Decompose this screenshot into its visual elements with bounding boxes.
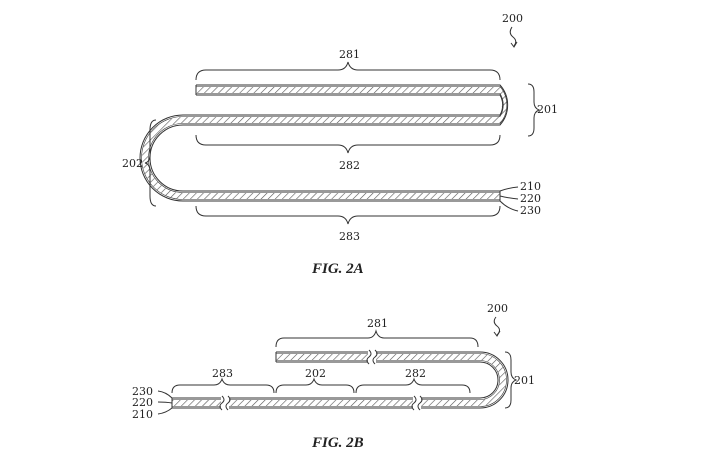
figure-2a: 200 281 282 283 201 202 210 220 230 FIG.… (122, 12, 558, 277)
layer-divider-a-2a (148, 86, 508, 193)
leader-220-2a (499, 195, 519, 200)
hatched-layer-2b (172, 354, 506, 406)
brace-283-2a (195, 205, 501, 225)
brace-282-2a (195, 134, 501, 154)
ref-202-2b: 202 (305, 367, 326, 380)
ref-200-2a: 200 (502, 12, 523, 25)
leader-230-2b (157, 390, 173, 399)
figure-2b: 200 281 283 202 282 201 230 220 210 FIG.… (132, 302, 535, 451)
ref-282-2b: 282 (405, 367, 426, 380)
ref-281-2a: 281 (339, 48, 360, 61)
break-mark-bottom-left-2b (219, 395, 231, 411)
laminate-2a (139, 84, 509, 202)
layer-divider-b-2b (172, 360, 500, 400)
ref-281-2b: 281 (367, 317, 388, 330)
brace-282-2b (355, 377, 471, 394)
ref-201-2a: 201 (537, 103, 558, 116)
ref-202-2a: 202 (122, 157, 143, 170)
ref-220-2b: 220 (132, 396, 153, 409)
layer-boundary-outer-2b (172, 351, 509, 409)
brace-281-2a (195, 61, 501, 81)
ref-200-2b: 200 (487, 302, 508, 315)
ref-282-2a: 282 (339, 159, 360, 172)
hatched-layer-2a (142, 87, 508, 199)
ref-210-2a: 210 (520, 180, 541, 193)
brace-201-2a (527, 83, 541, 137)
leader-230-2a (499, 200, 519, 212)
brace-283-2b (171, 377, 275, 394)
layer-divider-a-2b (172, 353, 507, 407)
ref-201-2b: 201 (514, 374, 535, 387)
layer-boundary-outer-2a (139, 94, 504, 202)
arrowhead-200-2a (510, 41, 518, 48)
ref-283-2b: 283 (212, 367, 233, 380)
ref-283-2a: 283 (339, 230, 360, 243)
arrowhead-200-2b (493, 330, 501, 337)
brace-201-2b (504, 351, 518, 409)
break-mark-bottom-right-2b (411, 395, 423, 411)
brace-281-2b (275, 329, 479, 348)
laminate-2b (171, 349, 509, 411)
leader-210-2b (157, 407, 173, 415)
ref-230-2b: 230 (132, 385, 153, 398)
leader-220-2b (157, 401, 173, 404)
break-mark-top-2b (366, 349, 378, 365)
brace-202-2a (144, 119, 157, 207)
ref-230-2a: 230 (520, 204, 541, 217)
layer-divider-b-2a (141, 93, 504, 200)
layer-boundary-inner-2a (149, 84, 509, 192)
ref-220-2a: 220 (520, 192, 541, 205)
brace-202-2b (275, 377, 355, 394)
leader-210-2a (499, 186, 519, 192)
caption-fig-2b: FIG. 2B (311, 435, 364, 451)
layer-boundary-inner-2b (172, 361, 499, 399)
caption-fig-2a: FIG. 2A (311, 261, 364, 277)
arrow-200-2a (509, 26, 517, 47)
ref-210-2b: 210 (132, 408, 153, 421)
